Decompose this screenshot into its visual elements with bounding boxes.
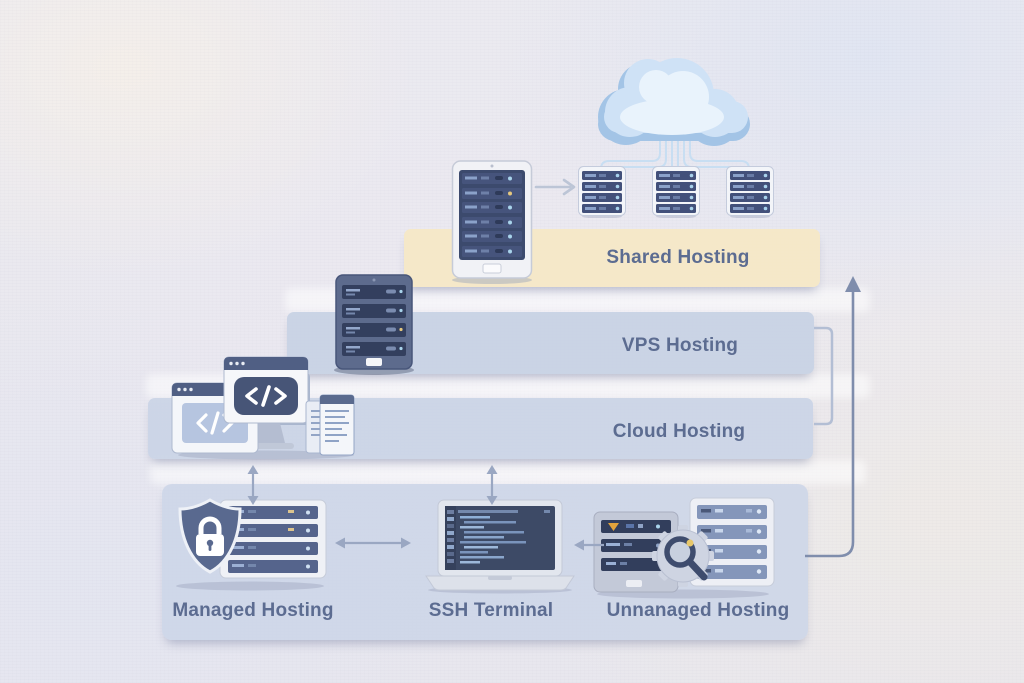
band-label-vps: VPS Hosting	[621, 335, 739, 356]
document-icon	[305, 394, 355, 456]
server-tower-icon	[593, 511, 679, 593]
bracket-icon	[814, 326, 834, 426]
warning-triangle-icon	[608, 523, 619, 531]
arrow-right-icon	[534, 178, 576, 196]
window-dots-icon	[229, 361, 245, 366]
window-dots-icon	[177, 387, 193, 392]
unmanaged-hosting-icon	[593, 497, 775, 599]
managed-hosting-icon	[176, 498, 327, 591]
laptop-terminal-icon	[425, 499, 575, 594]
band-label-shared: Shared Hosting	[606, 247, 750, 268]
shared-server-racks-icon	[578, 166, 774, 218]
shield-icon	[178, 498, 242, 574]
label-unmanaged-hosting: Unnanaged Hosting	[606, 600, 790, 621]
arrow-up-down-icon	[486, 465, 498, 505]
terminal-sidebar-icon	[445, 506, 456, 570]
browser-window-logo-icon	[223, 356, 309, 424]
lock-icon	[196, 516, 224, 556]
arrow-up-icon	[805, 276, 861, 558]
label-ssh-terminal: SSH Terminal	[428, 600, 554, 621]
label-managed-hosting: Managed Hosting	[172, 600, 334, 621]
highlight-strip	[150, 460, 866, 484]
vps-server-tower-icon	[334, 274, 414, 375]
server-tower-icon	[451, 160, 533, 284]
server-rack-icon	[689, 497, 775, 587]
code-icon	[245, 385, 287, 407]
cloud-icon	[598, 58, 750, 146]
arrow-left-right-icon	[335, 537, 411, 549]
terminal-code-lines-icon	[458, 510, 550, 564]
browser-windows-icon	[171, 356, 355, 460]
magnifier-icon	[664, 536, 708, 581]
arrow-up-down-icon	[247, 465, 259, 505]
arrow-left-icon	[574, 539, 604, 551]
band-label-cloud: Cloud Hosting	[612, 421, 746, 442]
server-rack-icon	[219, 499, 327, 579]
